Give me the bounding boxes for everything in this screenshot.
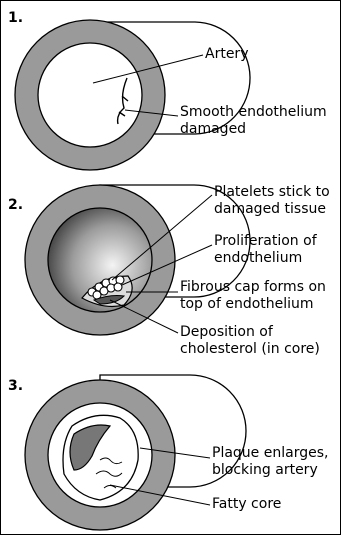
label-plaque-line1: Plaque enlarges, xyxy=(212,445,328,462)
label-proliferation-line1: Proliferation of xyxy=(214,233,317,250)
label-fibrous-line2: top of endothelium xyxy=(180,296,314,313)
panel-number: 3. xyxy=(8,378,23,394)
label-endothelium-line2: damaged xyxy=(180,121,246,138)
label-deposition-line2: cholesterol (in core) xyxy=(180,341,320,358)
label-deposition-line1: Deposition of xyxy=(180,324,273,341)
artery-stage-1 xyxy=(15,20,250,170)
label-proliferation-line2: endothelium xyxy=(214,250,302,267)
label-plaque-line2: blocking artery xyxy=(212,462,318,479)
label-fibrous-line1: Fibrous cap forms on xyxy=(180,279,326,296)
label-fatty-core: Fatty core xyxy=(212,496,281,513)
artery-lumen xyxy=(38,43,142,147)
label-platelets-line1: Platelets stick to xyxy=(214,184,330,201)
label-platelets-line2: damaged tissue xyxy=(214,201,326,218)
panel-number: 1. xyxy=(8,10,23,26)
panel-number: 2. xyxy=(8,197,23,213)
label-artery: Artery xyxy=(205,46,248,63)
label-endothelium-line1: Smooth endothelium xyxy=(180,104,327,121)
